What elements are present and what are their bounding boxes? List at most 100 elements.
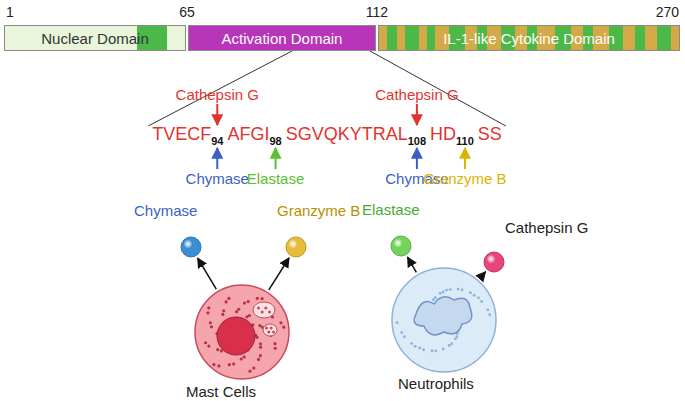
granule (434, 350, 437, 353)
granule (243, 355, 246, 358)
granule (422, 348, 425, 351)
protease-label: Elastase (247, 170, 305, 187)
granule (216, 348, 219, 351)
cell-figure: Neutrophils (386, 266, 502, 394)
domain-stripe (635, 26, 645, 50)
ball-shape (484, 252, 504, 272)
mast-cell-illustration (182, 282, 302, 382)
granule (221, 313, 224, 316)
enzyme-name: Chymase (134, 202, 197, 219)
granule (259, 342, 262, 345)
granule (224, 300, 227, 303)
granule (410, 342, 413, 345)
release-arrow (198, 258, 217, 289)
enzyme-name: Cathepsin G (505, 219, 588, 236)
cleavage-arrow (216, 104, 218, 125)
lobed-nucleus (414, 297, 472, 335)
vesicle-granule (257, 307, 260, 310)
residue-position: 65 (179, 4, 195, 20)
residue-position: 1 (6, 4, 14, 20)
granule (206, 311, 209, 314)
granule (454, 337, 457, 340)
granule (248, 370, 251, 373)
protease-label: Granzyme B (423, 170, 506, 187)
granule (477, 296, 480, 299)
domain-name: Nuclear Domain (41, 30, 149, 47)
granule (273, 342, 276, 345)
vesicle (253, 302, 275, 318)
vesicle-granule (261, 311, 264, 314)
granule (400, 331, 403, 334)
cleavage-position: 110 (456, 135, 474, 147)
granule (228, 363, 231, 366)
protease-label: Cathepsin G (375, 86, 458, 103)
cell-name: Neutrophils (398, 375, 474, 392)
granule (488, 313, 491, 316)
cell-body (195, 285, 289, 379)
cell-figure: Mast Cells (182, 282, 302, 401)
granule (259, 346, 262, 349)
domain-name: IL-1-like Cytokine Domain (443, 30, 615, 47)
cell-body (392, 268, 496, 372)
granule (442, 348, 445, 351)
granule (222, 309, 225, 312)
residue-position: 112 (366, 4, 388, 20)
granule (256, 297, 259, 300)
granule (450, 342, 453, 345)
granule (486, 308, 489, 311)
domain-box: Nuclear Domain (4, 25, 186, 51)
release-arrow (269, 258, 289, 290)
domain-stripe (387, 26, 397, 50)
granule (469, 291, 472, 294)
vesicle-granule (264, 307, 267, 310)
granule (414, 345, 417, 348)
granule-ball (390, 235, 412, 257)
granule (449, 288, 452, 291)
granule (259, 354, 262, 357)
granule (212, 363, 215, 366)
granule (279, 321, 282, 324)
granule (237, 308, 240, 311)
granule (217, 364, 220, 367)
vesicle-granule (265, 327, 268, 330)
granule (243, 302, 246, 305)
cleavage-position: 108 (408, 135, 426, 147)
domain-stripe (405, 26, 419, 50)
ball-shape (181, 237, 201, 257)
granule (434, 296, 437, 299)
granule (257, 358, 260, 361)
granule (232, 362, 235, 365)
release-arrow (480, 272, 486, 278)
nucleus (217, 317, 255, 355)
granule-ball (285, 236, 307, 258)
neutrophil-illustration (386, 266, 502, 374)
granule (204, 341, 207, 344)
enzyme-granule: Cathepsin G (483, 251, 505, 273)
granule (473, 294, 476, 297)
leader-lines (148, 51, 506, 169)
vesicle-granule (272, 331, 275, 334)
granule (235, 310, 238, 313)
granule (431, 349, 434, 352)
granule (282, 326, 285, 329)
enzyme-name: Elastase (362, 201, 420, 218)
granule (480, 300, 483, 303)
cleavage-arrow (464, 148, 466, 169)
amino-acid-run: SS (478, 124, 502, 144)
granule (396, 321, 399, 324)
vesicle-granule (267, 331, 270, 334)
zoom-line (370, 51, 506, 126)
domain-name: Activation Domain (222, 30, 343, 47)
granule (210, 325, 213, 328)
cleavage-arrow (416, 104, 418, 125)
granule (432, 298, 435, 301)
granule (439, 292, 442, 295)
granule (457, 288, 460, 291)
granule (207, 344, 210, 347)
granule-ball (483, 251, 505, 273)
granule (227, 297, 230, 300)
protease-label: Cathepsin G (176, 86, 259, 103)
release-arrow (408, 257, 417, 272)
cleavage-arrow (216, 148, 218, 169)
